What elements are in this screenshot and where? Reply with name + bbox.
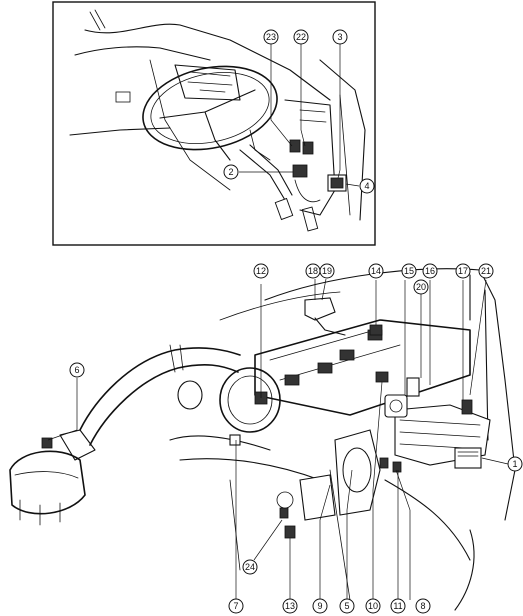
svg-text:13: 13 (285, 601, 295, 611)
air-cleaner (9, 429, 96, 526)
callout-21: 21 (478, 263, 494, 279)
svg-text:16: 16 (425, 266, 435, 276)
callout-18: 18 (305, 263, 321, 279)
callout-10: 10 (365, 598, 381, 614)
callouts: 23 22 3 2 4 12 18 19 14 15 16 17 21 20 6… (69, 29, 523, 614)
callout-3: 3 (332, 29, 348, 45)
callout-17: 17 (455, 263, 471, 279)
svg-text:17: 17 (458, 266, 468, 276)
svg-text:20: 20 (416, 282, 426, 292)
callout-22: 22 (293, 29, 309, 45)
svg-text:3: 3 (337, 32, 342, 42)
callout-11: 11 (390, 598, 406, 614)
svg-text:23: 23 (266, 32, 276, 42)
ignition-coils (284, 329, 383, 386)
svg-text:15: 15 (404, 266, 414, 276)
callout-16: 16 (422, 263, 438, 279)
svg-text:7: 7 (233, 601, 238, 611)
callout-4: 4 (359, 178, 375, 194)
callout-14: 14 (368, 263, 384, 279)
callout-12: 12 (253, 263, 269, 279)
harness-connector (304, 297, 346, 336)
svg-text:6: 6 (74, 365, 79, 375)
callout-7: 7 (228, 598, 244, 614)
svg-text:11: 11 (393, 601, 402, 611)
svg-text:1: 1 (512, 459, 517, 469)
callout-23: 23 (263, 29, 279, 45)
throttle-body (334, 429, 381, 516)
svg-text:14: 14 (371, 266, 381, 276)
svg-text:10: 10 (368, 601, 378, 611)
callout-15: 15 (401, 263, 417, 279)
callout-24: 24 (242, 559, 258, 575)
svg-text:21: 21 (481, 266, 491, 276)
callout-20: 20 (413, 279, 429, 295)
svg-text:12: 12 (256, 266, 266, 276)
callout-5: 5 (339, 598, 355, 614)
svg-text:4: 4 (364, 181, 369, 191)
callout-8: 8 (415, 598, 431, 614)
callout-6: 6 (69, 362, 85, 378)
svg-text:24: 24 (245, 562, 255, 572)
callout-1: 1 (507, 456, 523, 472)
svg-text:22: 22 (296, 32, 306, 42)
callout-13: 13 (282, 598, 298, 614)
svg-text:8: 8 (420, 601, 425, 611)
callout-9: 9 (312, 598, 328, 614)
svg-text:5: 5 (344, 601, 349, 611)
callout-2: 2 (223, 164, 239, 180)
leader-lines (47, 44, 509, 600)
svg-text:9: 9 (317, 601, 322, 611)
svg-text:18: 18 (308, 266, 318, 276)
svg-text:19: 19 (322, 266, 332, 276)
engine-bay-view (9, 268, 516, 611)
dashboard-inset (52, 1, 376, 246)
callout-19: 19 (319, 263, 335, 279)
svg-text:2: 2 (228, 167, 233, 177)
